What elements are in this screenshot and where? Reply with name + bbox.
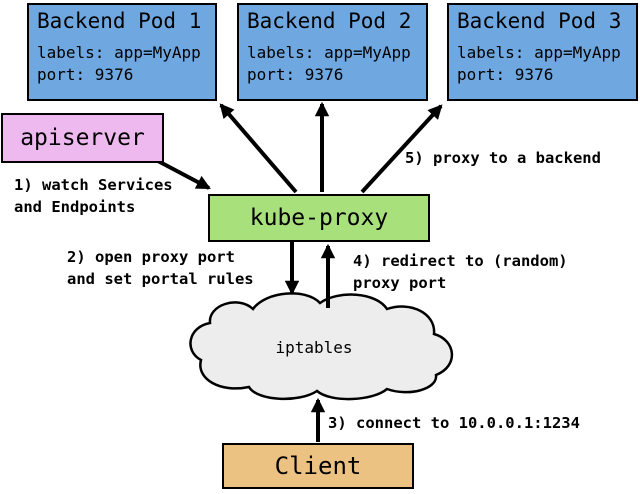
annotation-line: and Endpoints	[14, 198, 136, 216]
client-label: Client	[274, 452, 362, 480]
pod-title: Backend Pod 1	[37, 9, 202, 33]
backend-pod-2-box: Backend Pod 2 labels: app=MyApp port: 93…	[237, 3, 428, 101]
arrow-proxy-to-pod-1	[219, 103, 298, 194]
annotation-line: 3) connect to 10.0.0.1:1234	[328, 414, 580, 432]
annotation-step-1: 1) watch Services and Endpoints	[14, 174, 173, 218]
annotation-line: 5) proxy to a backend	[405, 149, 601, 167]
annotation-line: and set portal rules	[67, 270, 254, 288]
iptables-cloud	[189, 292, 454, 401]
annotation-line: 2) open proxy port	[67, 248, 235, 266]
kube-proxy-box: kube-proxy	[208, 194, 430, 242]
arrow-proxy-to-pod-3	[360, 104, 443, 194]
apiserver-box: apiserver	[1, 113, 164, 163]
pod-title: Backend Pod 3	[457, 9, 622, 33]
pod-port: port: 9376	[457, 65, 554, 84]
annotation-line: 4) redirect to (random)	[353, 252, 568, 270]
pod-labels: labels: app=MyApp	[247, 43, 411, 62]
annotation-line: 1) watch Services	[14, 176, 173, 194]
annotation-step-3: 3) connect to 10.0.0.1:1234	[328, 412, 580, 434]
annotation-step-5: 5) proxy to a backend	[405, 147, 601, 169]
arrow-watch-services	[157, 159, 211, 190]
backend-pod-3-box: Backend Pod 3 labels: app=MyApp port: 93…	[447, 3, 638, 101]
pod-port: port: 9376	[37, 65, 134, 84]
pod-labels: labels: app=MyApp	[37, 43, 201, 62]
pod-labels: labels: app=MyApp	[457, 43, 621, 62]
kube-proxy-label: kube-proxy	[249, 205, 389, 231]
backend-pod-1-box: Backend Pod 1 labels: app=MyApp port: 93…	[27, 3, 217, 101]
iptables-label: iptables	[275, 338, 353, 357]
annotation-line: proxy port	[353, 274, 447, 292]
annotation-step-4: 4) redirect to (random) proxy port	[353, 250, 568, 294]
client-box: Client	[222, 443, 414, 489]
pod-port: port: 9376	[247, 65, 344, 84]
apiserver-label: apiserver	[20, 125, 145, 151]
annotation-step-2: 2) open proxy port and set portal rules	[67, 246, 254, 290]
pod-title: Backend Pod 2	[247, 9, 412, 33]
